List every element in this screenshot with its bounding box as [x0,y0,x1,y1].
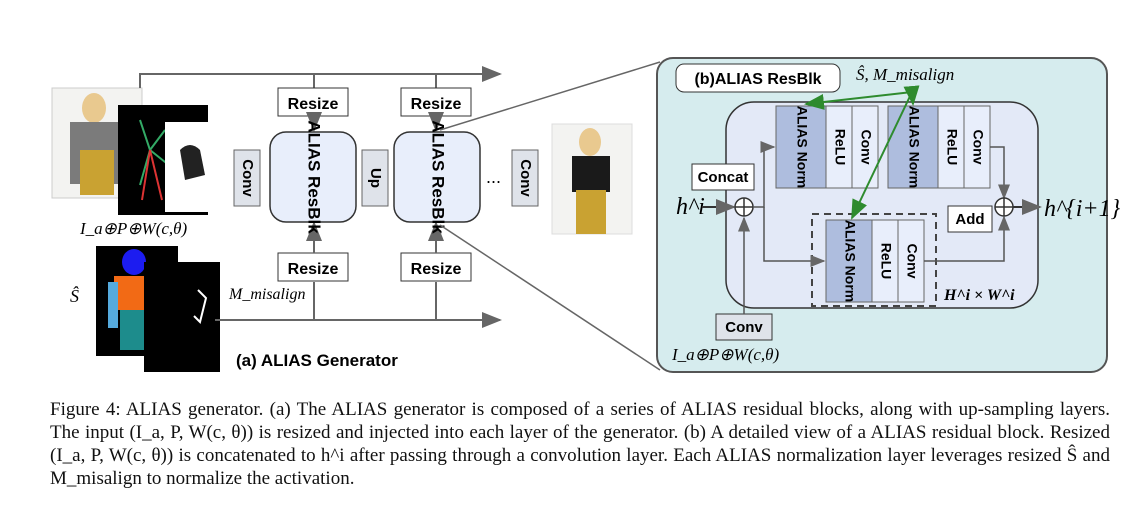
plus-icon [735,198,753,216]
svg-text:ReLU: ReLU [832,129,848,166]
svg-text:Conv: Conv [517,159,534,197]
input-image-stack [51,87,215,215]
repeat-label: H^i × W^i [943,287,1015,304]
top-branch-out [990,146,1010,200]
resize-label: Resize [411,96,462,113]
resblk-title: (b)ALIAS ResBlk [694,71,821,88]
zoom-line-bottom [439,224,661,371]
conv-in-block: Conv [233,149,261,207]
alias-norm-1 [775,105,827,189]
conv-out-block: Conv [511,149,539,207]
conv-bottom-label: Conv [725,319,763,336]
to-bottom-branch [763,207,826,267]
segmentation-stack [96,246,220,372]
bottom-branch-out [924,215,1010,262]
plus-icon [995,198,1013,216]
resize-top-2: Resize [400,74,472,132]
conv-bottom-box [715,313,773,341]
resize-top-1: Resize [277,74,349,132]
relu-1 [825,105,853,189]
figure-caption: Figure 4: ALIAS generator. (a) The ALIAS… [50,399,1110,489]
svg-text:ALIAS Norm: ALIAS Norm [794,106,810,188]
svg-text:Conv: Conv [239,159,256,197]
bottom-branch: ALIAS Norm ReLU Conv [825,219,925,303]
alias-resblk-2: ALIAS ResBlk [393,120,481,234]
add-label: Add [955,211,984,228]
side-inputs-label: Ŝ, M_misalign [856,65,954,84]
output-image [551,123,633,235]
svg-text:Conv: Conv [904,244,920,279]
resize-bottom-2: Resize [400,221,472,320]
zoom-line-top [439,61,661,131]
h-in-label: h^i [676,194,705,220]
svg-text:Up: Up [367,168,384,188]
bottom-input-label: I_a⊕P⊕W(c,θ) [671,345,780,364]
svg-text:ALIAS Norm: ALIAS Norm [842,220,858,302]
relu-3 [871,219,899,303]
svg-text:ReLU: ReLU [944,129,960,166]
h-out-label: h^{i+1} [1044,196,1121,222]
resize-label: Resize [411,261,462,278]
conv-2 [963,105,991,189]
top-branch: ALIAS Norm ReLU Conv ALIAS Norm ReLU Con… [775,105,991,189]
m-misalign-label: M_misalign [228,286,305,303]
concat-label: Concat [698,169,749,186]
resize-label: Resize [288,96,339,113]
alias-generator-diagram: I_a⊕P⊕W(c,θ) Ŝ M_misalign Resize Resize … [51,57,1121,373]
concat-box [691,163,755,191]
resblk-title-box [675,63,841,93]
alias-resblk-1: ALIAS ResBlk [269,120,357,234]
side-input-arrows [804,85,920,220]
upsample-block: Up [361,149,389,207]
relu-2 [937,105,965,189]
cond-input-label: I_a⊕P⊕W(c,θ) [79,219,188,238]
svg-text:Conv: Conv [970,130,986,165]
svg-text:ALIAS ResBlk: ALIAS ResBlk [429,120,448,234]
to-top-branch [753,141,776,208]
alias-norm-2 [887,105,939,189]
resize-bottom-1: Resize [277,221,349,320]
svg-text:ALIAS ResBlk: ALIAS ResBlk [305,120,324,234]
top-bus-arrow [139,66,502,88]
conv-3 [897,219,925,303]
ellipsis: ... [486,167,501,187]
s-hat-label: Ŝ [70,285,79,306]
svg-text:ALIAS Norm: ALIAS Norm [906,106,922,188]
svg-text:ReLU: ReLU [878,243,894,280]
generator-title: (a) ALIAS Generator [236,351,398,370]
add-box [947,205,993,233]
resize-label: Resize [288,261,339,278]
alias-norm-3 [825,219,873,303]
svg-text:Conv: Conv [858,130,874,165]
